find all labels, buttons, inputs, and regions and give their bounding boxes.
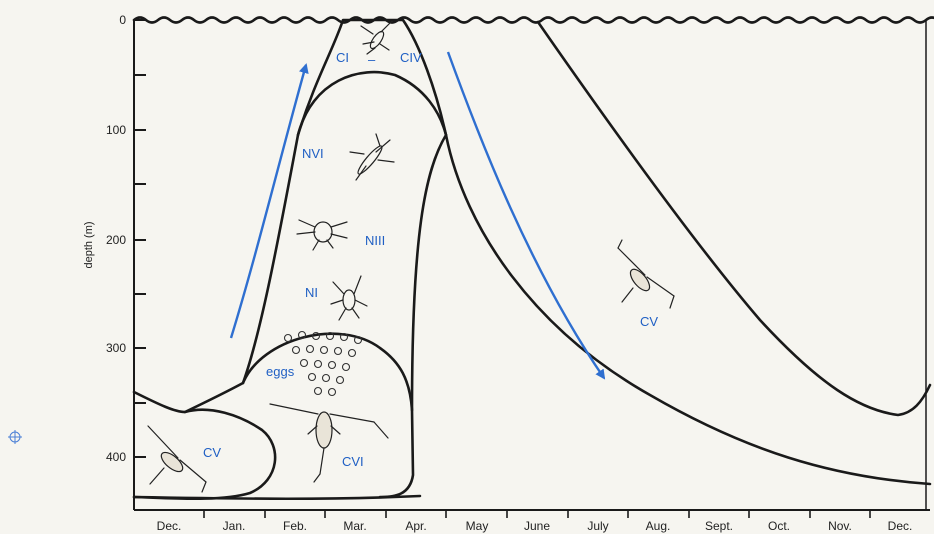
y-tick-0: 0 — [119, 13, 126, 27]
resting-depth-curve — [536, 20, 932, 417]
stage-label-cv-right: CV — [640, 314, 658, 329]
y-tick-100: 100 — [106, 123, 126, 137]
descent-curve — [444, 133, 932, 486]
month-label: Sept. — [705, 519, 733, 533]
stage-label-cv-left: CV — [203, 445, 221, 460]
nauplius-zone-curve — [241, 70, 448, 412]
descent-arrow — [446, 51, 606, 380]
nvi-nauplius-icon — [349, 133, 395, 181]
ci-civ-copepod-icon — [360, 21, 392, 55]
y-tick-300: 300 — [106, 341, 126, 355]
month-label: July — [587, 519, 608, 533]
stage-label-niii: NIII — [365, 233, 385, 248]
ascent-arrow — [229, 63, 309, 339]
eggs-zone-curve — [183, 332, 415, 499]
sea-surface-line — [132, 16, 934, 24]
y-tick-200: 200 — [106, 233, 126, 247]
month-label: Dec. — [888, 519, 913, 533]
ni-nauplius-icon — [330, 275, 368, 321]
stage-label-ci: CI — [336, 50, 349, 65]
cvi-adult-copepod-icon — [269, 403, 389, 483]
x-ticks — [203, 510, 871, 518]
stage-label-cvi: CVI — [342, 454, 364, 469]
month-label: Feb. — [283, 519, 307, 533]
month-label: Nov. — [828, 519, 852, 533]
month-label: Jan. — [223, 519, 246, 533]
deep-band-line — [132, 494, 422, 501]
cv-right-copepod-icon — [617, 239, 675, 309]
month-label: Aug. — [646, 519, 671, 533]
stage-label-nvi: NVI — [302, 146, 324, 161]
y-tick-400: 400 — [106, 450, 126, 464]
month-labels: Dec. Jan. Feb. Mar. Apr. May June July A… — [157, 519, 913, 533]
y-ticks — [134, 19, 146, 458]
stage-label-eggs: eggs — [266, 364, 295, 379]
month-label: June — [524, 519, 550, 533]
eggs-cluster — [283, 330, 363, 397]
month-label: Mar. — [343, 519, 366, 533]
copepodite-zone-curve — [296, 18, 448, 137]
cv-left-copepod-icon — [147, 425, 207, 493]
crosshair-circle-icon — [8, 430, 22, 444]
month-label: May — [466, 519, 489, 533]
stage-label-ni: NI — [305, 285, 318, 300]
month-label: Dec. — [157, 519, 182, 533]
y-axis-title: depth (m) — [83, 221, 95, 268]
niii-nauplius-icon — [296, 219, 348, 251]
month-label: Oct. — [768, 519, 790, 533]
month-label: Apr. — [405, 519, 426, 533]
stage-label-dash: – — [368, 52, 376, 67]
stage-label-civ: CIV — [400, 50, 422, 65]
